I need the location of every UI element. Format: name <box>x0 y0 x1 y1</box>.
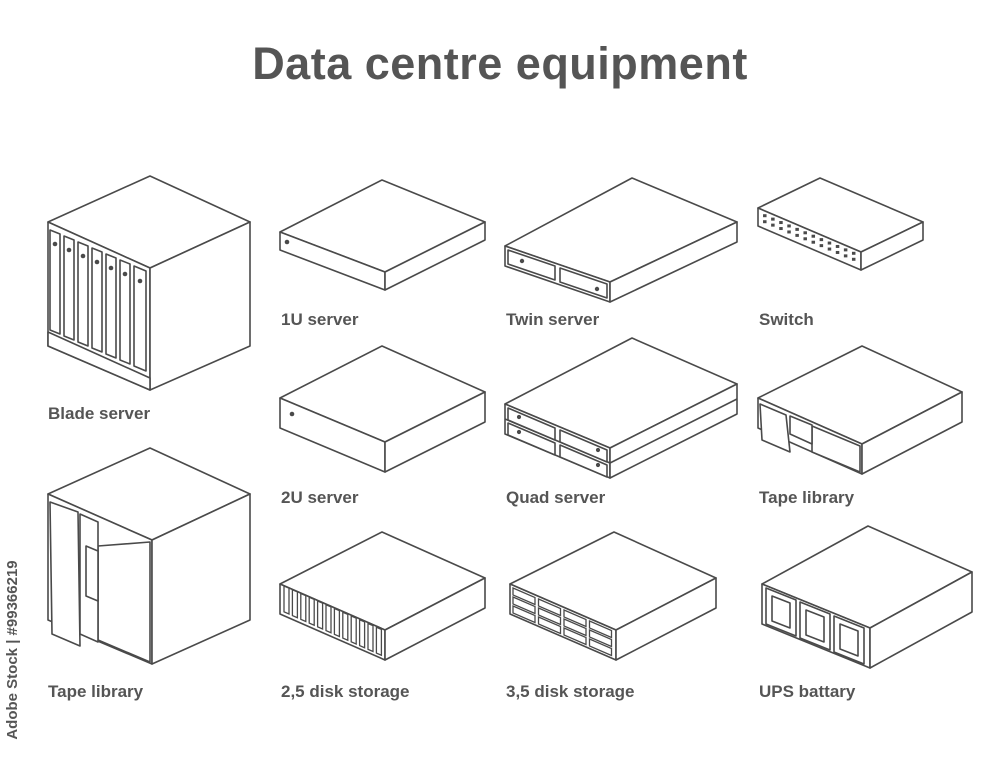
stock-credit: Adobe Stock | #99366219 <box>4 560 21 740</box>
switch-port <box>803 237 807 241</box>
switch-port <box>827 247 832 251</box>
quad-server-icon <box>505 338 737 478</box>
disk-bay <box>360 620 365 648</box>
label-tape-library-large: Tape library <box>48 682 144 701</box>
disk-bay <box>318 601 323 629</box>
switch-port <box>835 244 840 248</box>
switch-port <box>763 214 767 218</box>
1u-server-icon <box>280 180 485 290</box>
switch-port <box>851 251 856 255</box>
3-5-disk-storage-icon <box>510 532 716 660</box>
disk-bay <box>301 594 306 622</box>
disk-bay <box>292 590 297 618</box>
disk-bay <box>376 627 381 655</box>
switch-port <box>763 220 767 224</box>
disk-bay <box>513 597 535 614</box>
disk-bay <box>351 616 356 644</box>
twin-server-icon <box>505 178 737 302</box>
switch-port <box>835 250 840 254</box>
switch-ports <box>763 214 856 261</box>
label-blade-server: Blade server <box>48 404 151 423</box>
disk-bay <box>513 606 535 623</box>
switch-port <box>811 234 816 238</box>
disk-bays-3-5 <box>513 588 612 656</box>
switch-port <box>787 224 791 228</box>
switch-port <box>795 233 799 237</box>
label-2u-server: 2U server <box>281 488 359 507</box>
switch-port <box>843 254 848 258</box>
blade-server-icon <box>48 176 250 390</box>
switch-port <box>811 240 816 244</box>
tape-library-large-icon <box>48 448 250 664</box>
switch-port <box>795 227 799 231</box>
label-twin-server: Twin server <box>506 310 600 329</box>
disk-bay <box>368 624 373 652</box>
disk-bay <box>590 639 612 656</box>
2u-server-icon <box>280 346 485 472</box>
switch-port <box>779 227 783 231</box>
label-switch: Switch <box>759 310 814 329</box>
disk-bay <box>539 608 561 625</box>
label-2-5-disk-storage: 2,5 disk storage <box>281 682 410 701</box>
label-3-5-disk-storage: 3,5 disk storage <box>506 682 635 701</box>
label-quad-server: Quad server <box>506 488 606 507</box>
disk-bay <box>564 610 586 627</box>
disk-bay <box>284 586 289 614</box>
disk-bay <box>539 599 561 616</box>
switch-port <box>803 231 807 235</box>
switch-port <box>787 230 791 234</box>
disk-bay <box>334 609 339 637</box>
label-ups-battery: UPS battary <box>759 682 856 701</box>
switch-icon <box>758 178 923 270</box>
disk-bay <box>590 630 612 647</box>
disk-bay <box>343 612 348 640</box>
disk-bay <box>539 617 561 634</box>
disk-bay <box>564 628 586 645</box>
switch-port <box>779 221 783 225</box>
disk-bay <box>326 605 331 633</box>
switch-port <box>771 217 775 221</box>
disk-bays-2-5 <box>284 586 381 655</box>
disk-bay <box>309 597 314 625</box>
label-tape-library-small: Tape library <box>759 488 855 507</box>
switch-port <box>843 248 848 252</box>
ups-battery-icon <box>762 526 972 668</box>
disk-bay <box>513 588 535 605</box>
label-1u-server: 1U server <box>281 310 359 329</box>
switch-port <box>827 241 832 245</box>
disk-bay <box>564 619 586 636</box>
switch-port <box>851 257 856 261</box>
switch-port <box>819 238 824 242</box>
2-5-disk-storage-icon <box>280 532 485 660</box>
page-title: Data centre equipment <box>252 38 748 89</box>
disk-bay <box>590 621 612 638</box>
switch-port <box>771 223 775 227</box>
switch-port <box>819 244 824 248</box>
tape-library-small-icon <box>758 346 962 474</box>
